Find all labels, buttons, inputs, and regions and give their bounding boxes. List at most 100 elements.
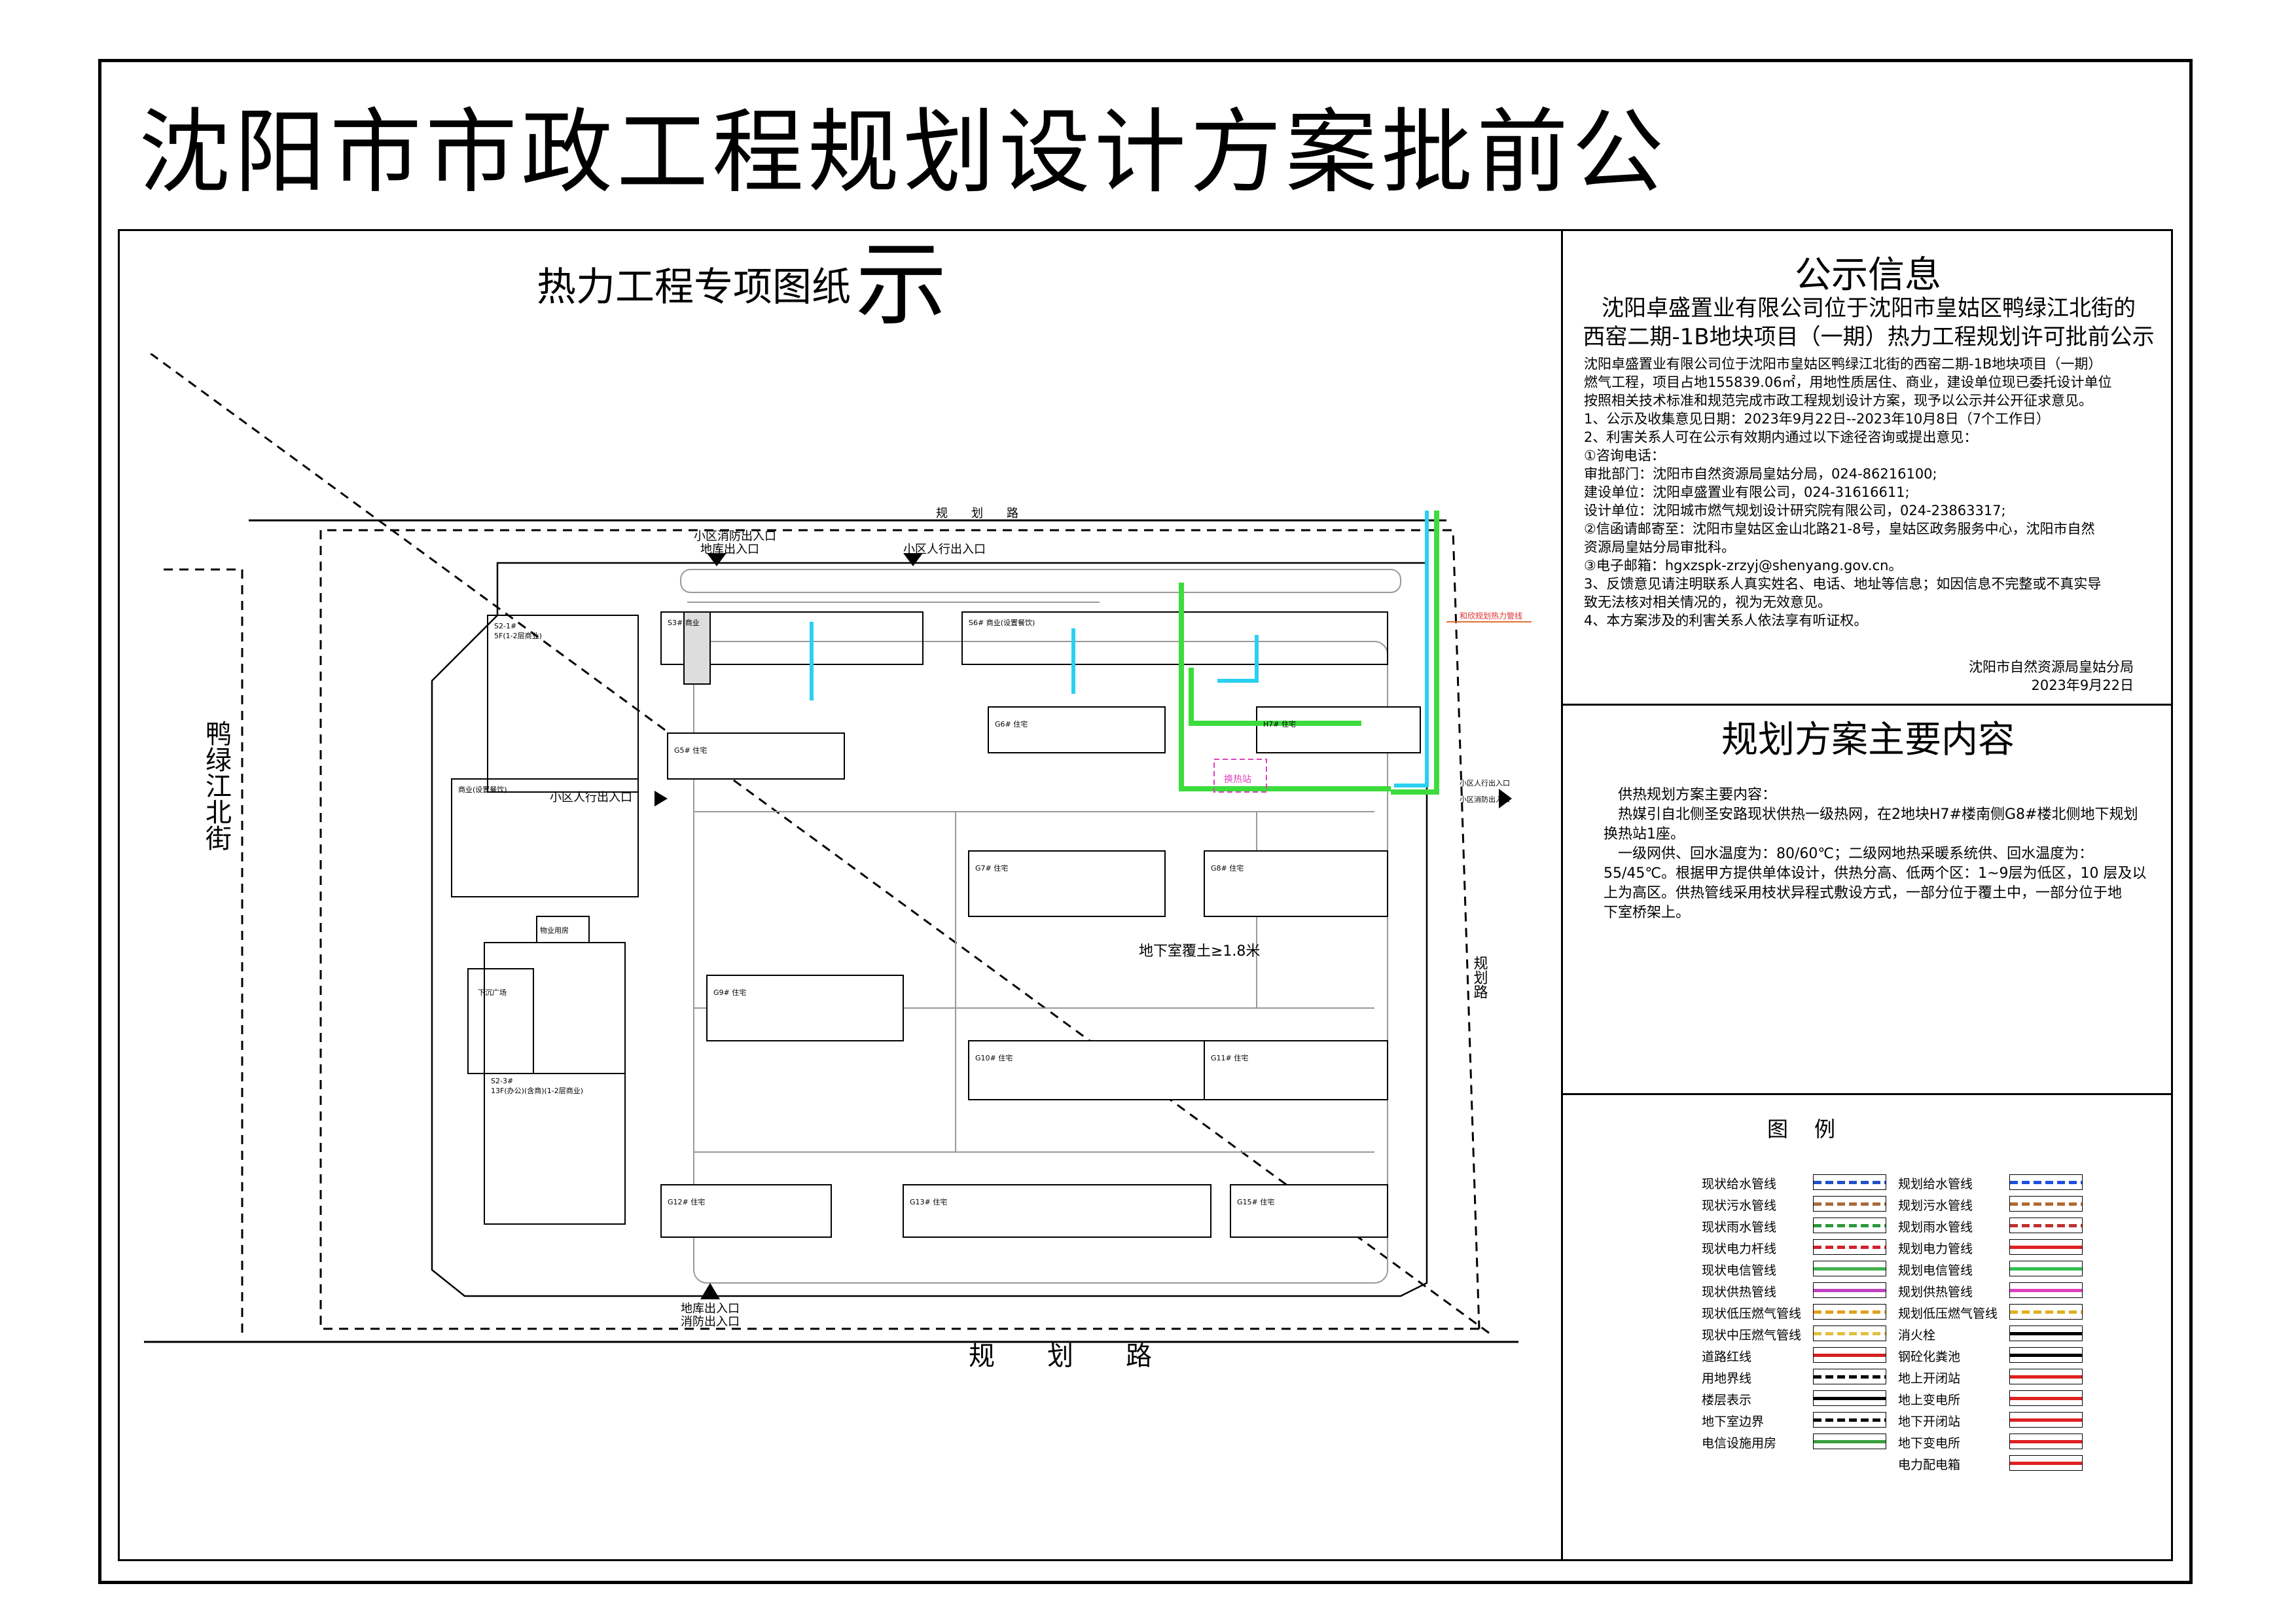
notice-line: 2、利害关系人可在公示有效期内通过以下途径咨询或提出意见： [1584, 429, 1978, 445]
entrance-bottom-1: 地库出入口 [681, 1302, 740, 1316]
notice-sign-date: 2023年9月22日 [2031, 677, 2134, 693]
legend-item: 现状污水管线 [1702, 1193, 1911, 1215]
legend-item-label: 地下开闭站 [1898, 1415, 1961, 1429]
legend-item-symbol [2009, 1282, 2083, 1298]
building-s2-3 [484, 1073, 626, 1225]
entrance-top-3: 小区人行出入口 [903, 543, 986, 556]
legend-item-symbol [2009, 1455, 2083, 1471]
legend-item-label: 现状电信管线 [1702, 1263, 1777, 1278]
building-s2-3-sub: 13F(办公)(含商)(1-2层商业) [491, 1086, 583, 1095]
legend-item-symbol [1813, 1282, 1886, 1298]
station-label: 换热站 [1224, 774, 1251, 785]
pipe-connection-label: 和欣规划热力管线 [1460, 611, 1522, 621]
legend-item: 消火栓 [1898, 1323, 2108, 1344]
legend-item: 规划污水管线 [1898, 1193, 2108, 1215]
plaza-label: 下沉广场 [478, 988, 507, 997]
legend-item-symbol [2009, 1412, 2083, 1428]
building-h7-label: H7# 住宅 [1263, 719, 1296, 729]
legend-item-label: 钢砼化粪池 [1898, 1350, 1961, 1364]
building-g8-label: G8# 住宅 [1211, 863, 1244, 873]
divider-plan-legend [1561, 1093, 2173, 1095]
legend-item-symbol [2009, 1326, 2083, 1341]
building-s2-2-label: 商业(设置餐饮) [458, 785, 507, 794]
legend-item-label: 现状中压燃气管线 [1702, 1328, 1802, 1343]
notice-line: 设计单位：沈阳城市燃气规划设计研究院有限公司，024-23863317; [1584, 503, 2006, 518]
building-s2-1 [487, 615, 639, 793]
legend-item: 用地界线 [1702, 1366, 1911, 1388]
legend-item-label: 电力配电箱 [1898, 1458, 1961, 1472]
plan-line: 55/45℃。根据甲方提供单体设计，供热分高、低两个区：1~9层为低区，10 层… [1604, 865, 2147, 882]
notice-line: 燃气工程，项目占地155839.06㎡，用地性质居住、商业，建设单位现已委托设计… [1584, 374, 2112, 390]
legend-item: 现状给水管线 [1702, 1172, 1911, 1193]
building-s2-2 [451, 778, 639, 897]
road-bottom-label: 规 划 路 [969, 1341, 1152, 1368]
notice-line: ②信函请邮寄至：沈阳市皇姑区金山北路21-8号，皇姑区政务服务中心，沈阳市自然 [1584, 521, 2095, 537]
site-plan-map: 规 划 路 规 划 路 小区消防出入口 地库出入口 小区人行出入口 小区人行出入… [144, 353, 1532, 1368]
residential-buildings [660, 706, 1421, 1238]
entrance-top-2: 地库出入口 [700, 543, 759, 556]
inner-frame [118, 229, 2173, 1561]
legend-item: 现状供热管线 [1702, 1280, 1911, 1301]
building-g6-label: G6# 住宅 [995, 719, 1028, 729]
notice-line: 按照相关技术标准和规范完成市政工程规划设计方案，现予以公示并公开征求意见。 [1584, 393, 2092, 408]
plan-line: 换热站1座。 [1604, 826, 1685, 842]
legend-item-symbol [2009, 1369, 2083, 1384]
notice-line: ①咨询电话： [1584, 448, 1665, 463]
legend-item: 地下室边界 [1702, 1409, 1911, 1431]
plan-line: 热媒引自北侧圣安路现状供热一级热网，在2地块H7#楼南侧G8#楼北侧地下规划 [1604, 806, 2138, 823]
legend-item: 规划给水管线 [1898, 1172, 2108, 1193]
legend-item-label: 规划低压燃气管线 [1898, 1307, 1998, 1321]
building-s2-1-label: S2-1# [494, 622, 516, 630]
legend-item-label: 电信设施用房 [1702, 1436, 1777, 1451]
building-g15-label: G15# 住宅 [1237, 1197, 1274, 1206]
road-right-label: 规划路 [1471, 956, 1488, 999]
legend-item-symbol [2009, 1218, 2083, 1233]
legend-item: 现状低压燃气管线 [1702, 1301, 1911, 1323]
sunken-plaza [467, 968, 534, 1074]
legend-item-label: 用地界线 [1702, 1371, 1752, 1386]
entrance-arrows [655, 553, 1512, 1299]
property-label: 物业用房 [540, 926, 569, 935]
heat-pipe-cyan [810, 511, 1429, 787]
legend-item: 规划电力管线 [1898, 1236, 2108, 1258]
building-s2-1-sub: 5F(1-2层商业) [494, 631, 542, 640]
legend-item-symbol [1813, 1412, 1886, 1428]
legend-item-label: 地上开闭站 [1898, 1371, 1961, 1386]
site-outline [431, 562, 1428, 1297]
heat-station [1213, 759, 1267, 793]
right-entrance-1: 小区人行出入口 [1460, 778, 1510, 787]
legend-title: 图例 [1767, 1117, 1862, 1142]
right-entrance-2: 小区消防出入口 [1460, 795, 1510, 804]
legend-item-symbol [1813, 1174, 1886, 1190]
legend-right-column: 规划给水管线规划污水管线规划雨水管线规划电力管线规划电信管线规划供热管线规划低压… [1898, 1172, 2108, 1474]
building-g13-label: G13# 住宅 [910, 1197, 947, 1206]
drawing-title: 热力工程专项图纸 [537, 264, 851, 310]
legend-item-label: 楼层表示 [1702, 1393, 1752, 1407]
legend-item: 电力配电箱 [1898, 1453, 2108, 1474]
legend-item-symbol [1813, 1218, 1886, 1233]
legend-item-symbol [2009, 1390, 2083, 1406]
legend-item-label: 现状污水管线 [1702, 1199, 1777, 1213]
divider-notice-plan [1561, 704, 2173, 706]
legend-item-symbol [1813, 1304, 1886, 1320]
notice-email[interactable]: ③电子邮箱：hgxzspk-zrzyj@shenyang.gov.cn。 [1584, 558, 1903, 573]
legend-item-symbol [2009, 1239, 2083, 1255]
legend-item-label: 现状供热管线 [1702, 1285, 1777, 1299]
legend-item-label: 规划污水管线 [1898, 1199, 1973, 1213]
legend-item-symbol [1813, 1434, 1886, 1449]
building-s3 [660, 611, 924, 665]
entrance-left: 小区人行出入口 [550, 791, 632, 804]
legend-item-symbol [2009, 1434, 2083, 1449]
notice-line: 建设单位：沈阳卓盛置业有限公司，024-31616611; [1584, 484, 1910, 500]
legend-item-label: 消火栓 [1898, 1328, 1936, 1343]
notice-line: 4、本方案涉及的利害关系人依法享有听证权。 [1584, 613, 1868, 628]
notice-line: 致无法核对相关情况的，视为无效意见。 [1584, 594, 1831, 610]
building-g12-label: G12# 住宅 [668, 1197, 705, 1206]
vertical-divider [1561, 229, 1563, 1561]
legend-item-label: 地上变电所 [1898, 1393, 1961, 1407]
legend-item: 地下变电所 [1898, 1431, 2108, 1453]
legend-item-label: 道路红线 [1702, 1350, 1752, 1364]
legend-item-label: 规划电信管线 [1898, 1263, 1973, 1278]
legend-item-label: 规划给水管线 [1898, 1177, 1973, 1191]
legend-item: 规划低压燃气管线 [1898, 1301, 2108, 1323]
